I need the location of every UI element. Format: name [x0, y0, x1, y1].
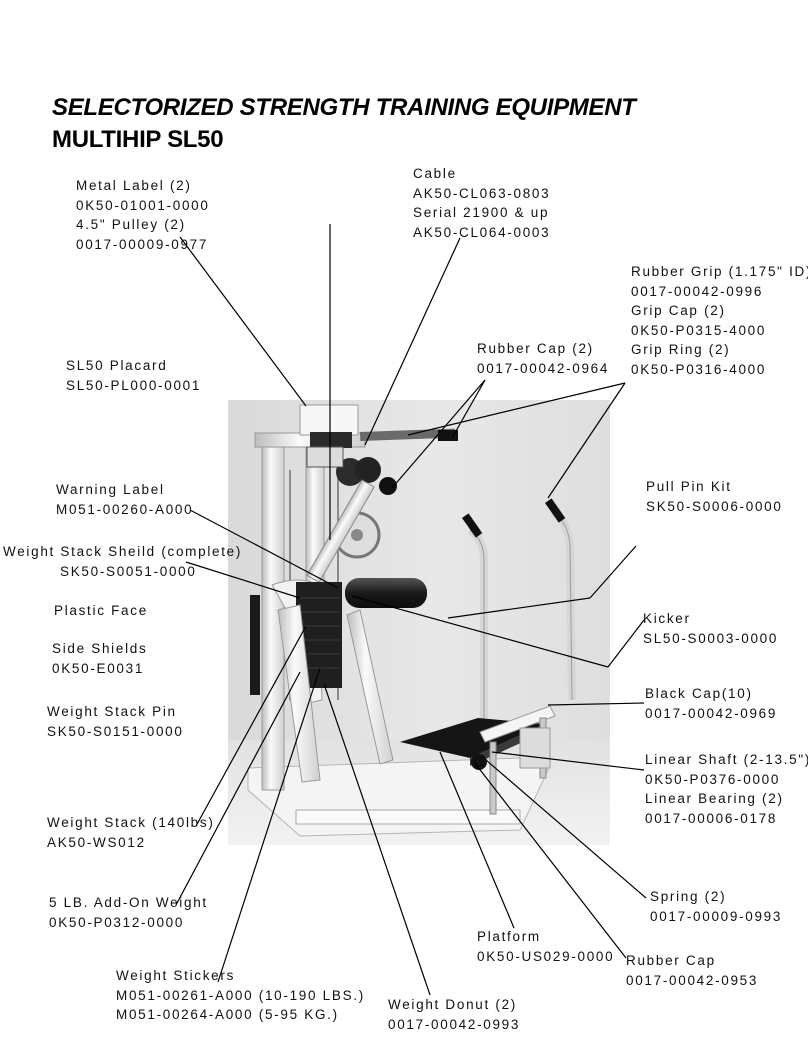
callout-line: Pull Pin Kit: [646, 479, 732, 494]
callout-metal-label: Metal Label (2) 0K50-01001-0000 4.5" Pul…: [76, 176, 210, 254]
callout-line: Weight Donut (2): [388, 997, 517, 1012]
callout-line: Spring (2): [650, 889, 727, 904]
callout-cable: Cable AK50-CL063-0803 Serial 21900 & up …: [413, 164, 550, 242]
leader-metal-label: [179, 236, 307, 407]
callout-line: Linear Shaft (2-13.5"): [645, 752, 808, 767]
leader-warning-label: [189, 509, 339, 589]
callout-add-on-weight: 5 LB. Add-On Weight 0K50-P0312-0000: [49, 893, 208, 932]
callout-linear-shaft: Linear Shaft (2-13.5") 0K50-P0376-0000 L…: [645, 750, 808, 828]
callout-line: Serial 21900 & up: [413, 205, 550, 220]
callout-spring: Spring (2) 0017-00009-0993: [650, 887, 782, 926]
callout-line: SL50 Placard: [66, 358, 168, 373]
leader-shield: [185, 561, 301, 599]
callout-line: SK50-S0006-0000: [646, 498, 783, 514]
leader-rubber-cap-2b: [391, 379, 486, 489]
leader-rubber-grip: [407, 382, 626, 436]
callout-platform: Platform 0K50-US029-0000: [477, 927, 614, 966]
callout-line: SK50-S0051-0000: [60, 563, 197, 579]
callout-line: Rubber Cap: [626, 953, 716, 968]
leader-spring: [485, 759, 647, 899]
callout-warning-label: Warning Label M051-00260-A000: [56, 480, 193, 519]
callout-line: Weight Stack Pin: [47, 704, 177, 719]
leader-weight-stickers: [217, 667, 321, 983]
callout-line: Platform: [477, 929, 541, 944]
callout-line: AK50-WS012: [47, 834, 146, 850]
callout-line: Weight Stack (140lbs): [47, 815, 215, 830]
leader-cable: [364, 237, 461, 446]
callout-line: Grip Ring (2): [631, 342, 731, 357]
callout-rubber-cap-2: Rubber Cap (2) 0017-00042-0964: [477, 339, 609, 378]
callout-line: Rubber Cap (2): [477, 341, 594, 356]
callout-line: 0K50-01001-0000: [76, 197, 210, 213]
callout-line: 0017-00042-0964: [477, 360, 610, 376]
callout-line: SL50-PL000-0001: [66, 377, 202, 393]
callout-line: 0K50-P0316-4000: [631, 361, 767, 377]
callout-line: 0K50-P0376-0000: [645, 771, 781, 787]
callout-side-shields: Side Shields 0K50-E0031: [52, 639, 147, 678]
callout-line: Weight Stack Sheild (complete): [3, 544, 243, 559]
callout-line: 5 LB. Add-On Weight: [49, 895, 208, 910]
leader-rubber-cap-2: [451, 379, 486, 439]
callout-line: 0K50-US029-0000: [477, 948, 615, 964]
callout-line: Plastic Face: [54, 603, 148, 618]
leader-weight-stack: [195, 625, 307, 827]
product-name: MULTIHIP SL50: [52, 126, 224, 153]
callout-weight-stack: Weight Stack (140lbs) AK50-WS012: [47, 813, 215, 852]
leader-add-on: [175, 671, 301, 906]
callout-plastic-face: Plastic Face: [54, 601, 148, 621]
callout-line: M051-00261-A000 (10-190 LBS.): [116, 987, 365, 1003]
callout-line: 0K50-P0312-0000: [49, 914, 185, 930]
callout-line: 0017-00042-0953: [626, 972, 759, 988]
callout-line: Side Shields: [52, 641, 148, 656]
callout-rubber-grip: Rubber Grip (1.175" ID) 0017-00042-0996 …: [631, 262, 808, 379]
leader-weight-donut: [323, 683, 431, 996]
leader-grip-cap: [547, 382, 626, 499]
callout-black-cap: Black Cap(10) 0017-00042-0969: [645, 684, 777, 723]
callout-line: 0K50-E0031: [52, 660, 145, 676]
callout-line: 0017-00042-0996: [631, 283, 764, 299]
callout-line: Black Cap(10): [645, 686, 753, 701]
callout-line: Linear Bearing (2): [645, 791, 784, 806]
leader-platform: [439, 751, 515, 929]
callout-line: 0017-00042-0993: [388, 1016, 521, 1032]
callout-line: AK50-CL063-0803: [413, 185, 551, 201]
leader-black-cap: [547, 702, 645, 706]
callout-placard: SL50 Placard SL50-PL000-0001: [66, 356, 201, 395]
document-title: SELECTORIZED STRENGTH TRAINING EQUIPMENT: [52, 94, 636, 121]
callout-line: 0017-00006-0178: [645, 810, 778, 826]
callout-line: AK50-CL064-0003: [413, 224, 551, 240]
leader-kicker: [607, 619, 645, 668]
leader-pull-pin-b: [447, 597, 591, 619]
callout-line: M051-00264-A000 (5-95 KG.): [116, 1007, 339, 1022]
callout-line: 0017-00009-0977: [76, 236, 209, 252]
callout-line: SK50-S0151-0000: [47, 723, 184, 739]
callout-line: SL50-S0003-0000: [643, 630, 779, 646]
callout-weight-stack-pin: Weight Stack Pin SK50-S0151-0000: [47, 702, 184, 741]
callout-weight-donut: Weight Donut (2) 0017-00042-0993: [388, 995, 520, 1034]
callout-weight-stack-shield: Weight Stack Sheild (complete) SK50-S005…: [3, 542, 242, 581]
leader-linear-shaft: [491, 751, 645, 771]
leader-pull-pin: [589, 545, 637, 599]
callout-line: Metal Label (2): [76, 178, 192, 193]
callout-line: Kicker: [643, 611, 691, 626]
callout-line: Weight Stickers: [116, 968, 236, 983]
callout-rubber-cap: Rubber Cap 0017-00042-0953: [626, 951, 758, 990]
callout-pull-pin-kit: Pull Pin Kit SK50-S0006-0000: [646, 477, 783, 516]
callout-line: 4.5" Pulley (2): [76, 217, 186, 232]
callout-line: 0017-00042-0969: [645, 705, 778, 721]
callout-line: Rubber Grip (1.175" ID): [631, 264, 808, 279]
callout-line: M051-00260-A000: [56, 501, 194, 517]
leader-rubber-cap: [473, 761, 627, 959]
callout-line: Cable: [413, 166, 457, 181]
callout-line: 0017-00009-0993: [650, 908, 783, 924]
leader-kicker-b: [351, 595, 609, 668]
callout-weight-stickers: Weight Stickers M051-00261-A000 (10-190 …: [116, 966, 365, 1025]
callout-line: 0K50-P0315-4000: [631, 322, 767, 338]
callout-line: Warning Label: [56, 482, 165, 497]
callout-kicker: Kicker SL50-S0003-0000: [643, 609, 778, 648]
callout-line: Grip Cap (2): [631, 303, 726, 318]
